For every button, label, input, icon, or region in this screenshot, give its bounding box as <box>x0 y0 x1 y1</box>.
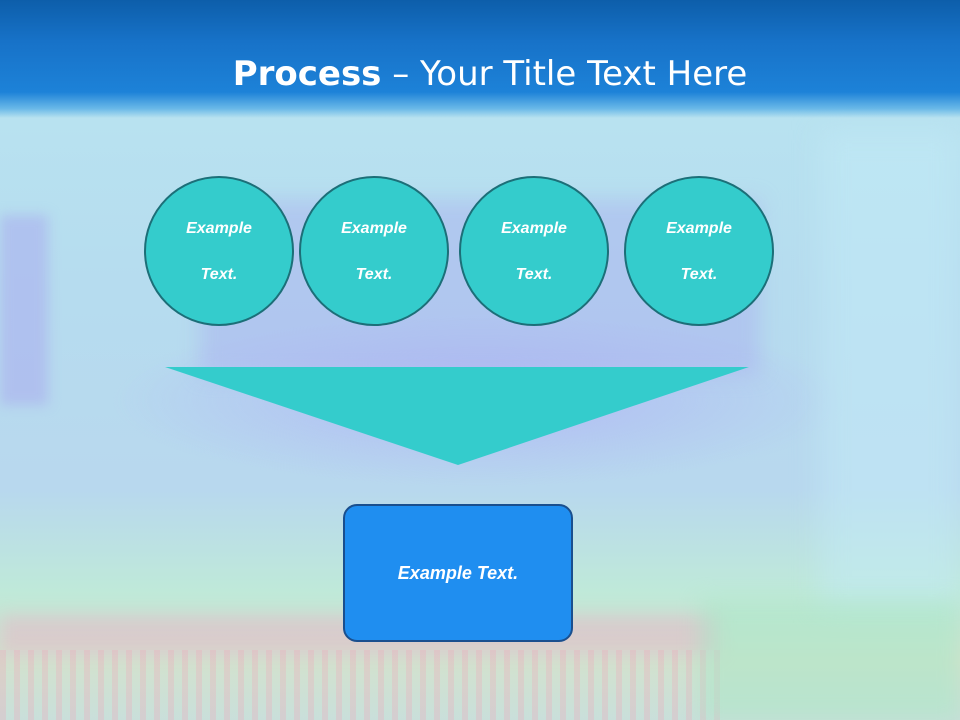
background-shape <box>820 130 960 610</box>
step-label-line: Example <box>186 219 252 237</box>
step-label-line: Text. <box>200 265 238 283</box>
step-label-line: Example <box>341 219 407 237</box>
funnel-shape <box>165 367 749 465</box>
title-rest: – Your Title Text Here <box>381 54 748 94</box>
funnel-triangle[interactable] <box>165 367 749 467</box>
background-shape <box>0 215 48 405</box>
step-label-line: Text. <box>355 265 393 283</box>
result-label: Example Text. <box>397 562 519 583</box>
background-shape <box>700 600 960 720</box>
title-bar: Process – Your Title Text Here <box>0 0 960 118</box>
step-label-line: Example <box>501 219 567 237</box>
slide-title: Process – Your Title Text Here <box>0 52 960 96</box>
step-label-line: Text. <box>680 265 718 283</box>
background-shape <box>0 650 720 720</box>
step-label-line: Text. <box>515 265 553 283</box>
title-bold: Process <box>232 54 382 94</box>
step-label-line: Example <box>666 219 732 237</box>
result-box[interactable]: Example Text. <box>343 504 573 642</box>
